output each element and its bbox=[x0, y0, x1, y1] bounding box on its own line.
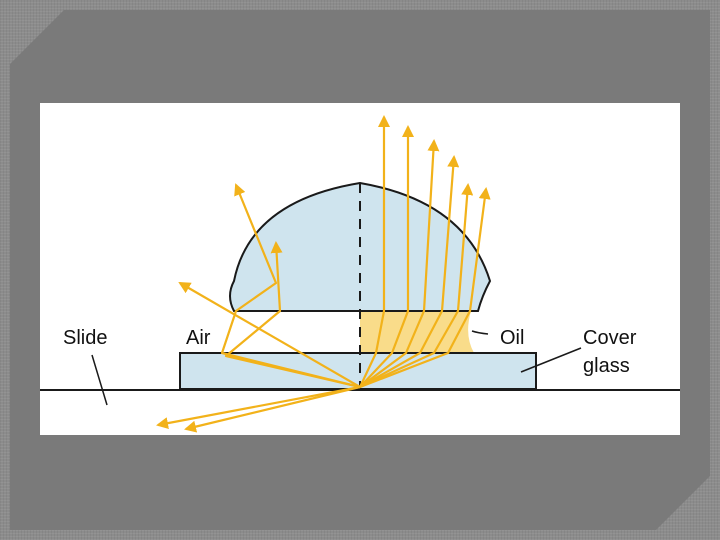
oil-immersion-diagram bbox=[40, 115, 680, 433]
ray-air-5 bbox=[184, 385, 361, 433]
ray-oil-2 bbox=[359, 125, 414, 388]
oil-leader-line bbox=[471, 330, 489, 335]
cover-glass-label-line1: Cover bbox=[583, 327, 637, 349]
slide-label: Slide bbox=[63, 327, 108, 349]
ray-air-1 bbox=[220, 183, 361, 389]
ray-oil-5 bbox=[359, 183, 474, 388]
ray-oil-4 bbox=[359, 155, 460, 388]
ray-air-2 bbox=[224, 241, 361, 389]
cover-glass bbox=[179, 352, 537, 390]
cover-glass-label-line2: glass bbox=[583, 355, 630, 377]
slide-leader-line bbox=[91, 354, 108, 406]
ray-oil-1 bbox=[359, 115, 390, 388]
oil-region bbox=[360, 311, 474, 353]
ray-oil-3 bbox=[359, 139, 440, 388]
oil-label: Oil bbox=[500, 327, 525, 349]
ray-air-3 bbox=[178, 281, 361, 388]
figure-panel: Slide Air Oil Cover glass bbox=[40, 103, 680, 435]
ray-oil-6 bbox=[359, 187, 491, 389]
ray-air-4 bbox=[156, 385, 361, 430]
light-rays bbox=[156, 115, 491, 433]
cover-glass-leader-line bbox=[520, 347, 582, 373]
air-label: Air bbox=[186, 327, 211, 349]
